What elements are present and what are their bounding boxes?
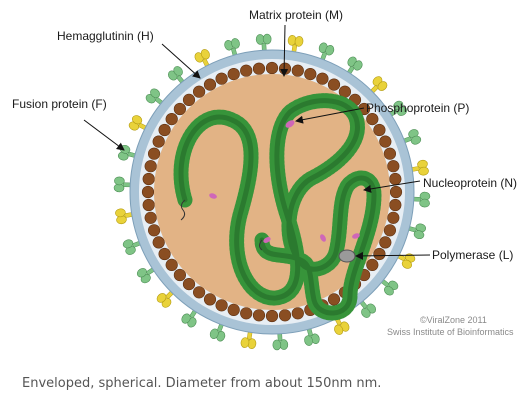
caption: Enveloped, spherical. Diameter from abou… bbox=[22, 376, 381, 391]
matrix-protein-bead bbox=[193, 86, 205, 98]
label-phosphoprotein: Phosphoprotein (P) bbox=[366, 101, 469, 115]
matrix-protein-bead bbox=[216, 300, 228, 312]
matrix-protein-bead bbox=[390, 173, 402, 185]
matrix-protein-bead bbox=[317, 73, 329, 85]
matrix-protein-bead bbox=[183, 278, 195, 290]
matrix-protein-bead bbox=[153, 136, 165, 148]
credit-line-1: ©ViralZone 2011 bbox=[420, 315, 487, 325]
matrix-protein-bead bbox=[292, 308, 304, 320]
matrix-protein-bead bbox=[174, 103, 186, 115]
matrix-protein-bead bbox=[380, 136, 392, 148]
matrix-protein-bead bbox=[228, 68, 240, 80]
matrix-protein-bead bbox=[305, 68, 317, 80]
matrix-protein-bead bbox=[374, 124, 386, 136]
matrix-protein-bead bbox=[166, 259, 178, 271]
matrix-protein-bead bbox=[390, 199, 402, 211]
matrix-protein-bead bbox=[228, 304, 240, 316]
matrix-protein-bead bbox=[240, 65, 252, 77]
matrix-protein-bead bbox=[384, 225, 396, 237]
fusion-leader bbox=[84, 120, 124, 150]
matrix-protein-bead bbox=[388, 160, 400, 172]
matrix-protein-bead bbox=[240, 308, 252, 320]
polymerase-l bbox=[339, 250, 355, 262]
matrix-protein-bead bbox=[143, 199, 155, 211]
label-hemagglutinin: Hemagglutinin (H) bbox=[57, 29, 154, 43]
matrix-protein-bead bbox=[148, 148, 160, 160]
matrix-protein-bead bbox=[279, 310, 291, 322]
matrix-protein-bead bbox=[166, 113, 178, 125]
matrix-protein-bead bbox=[193, 287, 205, 299]
matrix-protein-bead bbox=[148, 225, 160, 237]
label-matrix-protein: Matrix protein (M) bbox=[249, 8, 343, 22]
matrix-protein-bead bbox=[142, 186, 154, 198]
matrix-protein-bead bbox=[388, 212, 400, 224]
matrix-protein-bead bbox=[328, 79, 340, 91]
matrix-protein-bead bbox=[143, 173, 155, 185]
matrix-protein-bead bbox=[253, 63, 265, 75]
matrix-protein-bead bbox=[380, 237, 392, 249]
matrix-protein-bead bbox=[253, 310, 265, 322]
matrix-protein-bead bbox=[266, 62, 278, 74]
credit-line-2: Swiss Institute of Bioinformatics bbox=[387, 327, 514, 337]
matrix-protein-bead bbox=[279, 63, 291, 75]
matrix-protein-bead bbox=[204, 79, 216, 91]
matrix-protein-bead bbox=[367, 113, 379, 125]
matrix-protein-bead bbox=[183, 94, 195, 106]
label-polymerase: Polymerase (L) bbox=[432, 248, 513, 262]
matrix-protein-bead bbox=[390, 186, 402, 198]
matrix-protein-bead bbox=[145, 160, 157, 172]
matrix-protein-bead bbox=[153, 237, 165, 249]
matrix-protein-bead bbox=[384, 148, 396, 160]
matrix-protein-bead bbox=[367, 259, 379, 271]
matrix-protein-bead bbox=[159, 248, 171, 260]
matrix-protein-bead bbox=[204, 294, 216, 306]
matrix-protein-bead bbox=[174, 269, 186, 281]
matrix-protein-bead bbox=[374, 248, 386, 260]
label-nucleoprotein: Nucleoprotein (N) bbox=[423, 176, 517, 190]
matrix-protein-bead bbox=[292, 65, 304, 77]
matrix-protein-bead bbox=[266, 310, 278, 322]
matrix-protein-bead bbox=[159, 124, 171, 136]
label-fusion-protein: Fusion protein (F) bbox=[12, 97, 107, 111]
matrix-protein-bead bbox=[328, 294, 340, 306]
matrix-protein-bead bbox=[216, 73, 228, 85]
matrix-protein-bead bbox=[145, 212, 157, 224]
